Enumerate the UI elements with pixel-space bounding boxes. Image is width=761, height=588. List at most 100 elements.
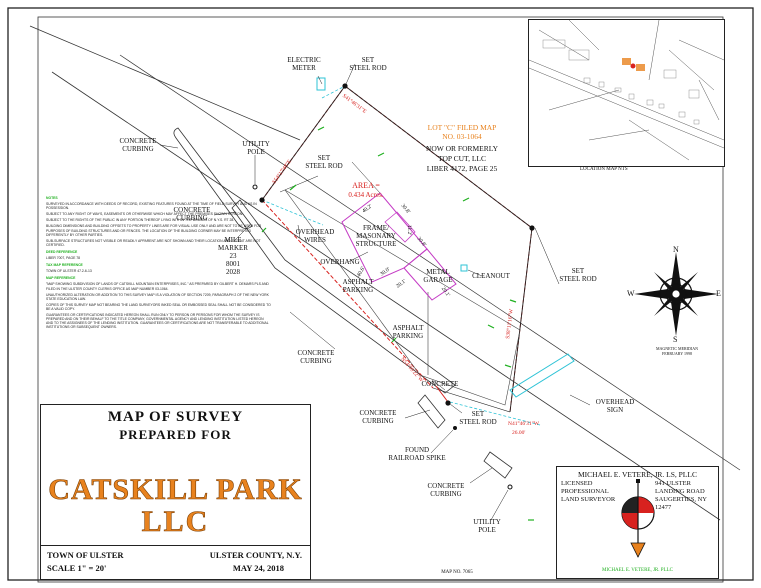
- parcel-line-bottom: [261, 199, 434, 389]
- deed-reference-heading: DEED REFERENCE: [46, 249, 78, 254]
- curb-island: [231, 199, 456, 394]
- map-number: MAP NO. 7065: [441, 570, 473, 575]
- owner-liber: LIBER 4172, PAGE 25: [426, 164, 498, 173]
- surveyor-name: MICHAEL E. VETERE, JR. LS, PLLC: [578, 470, 697, 479]
- bearing-lower-distance: 26.00': [512, 430, 526, 436]
- outer-border: [7, 7, 754, 581]
- location-map-drawing: [529, 20, 724, 161]
- surveyor-address: 941 ULSTER LANDING ROAD SAUGERTIES, NY 1…: [655, 480, 707, 511]
- label-concrete-curbing: CONCRETE CURBING: [359, 409, 397, 425]
- dim-building-side: 11.2': [406, 224, 413, 236]
- warning-note: UNAUTHORIZED ALTERATION OR ADDITION TO T…: [46, 292, 269, 301]
- label-concrete-curbing: CONCRETE CURBING: [173, 206, 211, 222]
- owner-name: TOP CUT, LLC: [438, 154, 486, 163]
- title-block: MAP OF SURVEY PREPARED FOR CATSKILL PARK…: [40, 404, 311, 580]
- label-overhead-wires: OVERHEAD WIRES: [295, 228, 335, 244]
- label-overhang: OVERHANG: [320, 258, 360, 266]
- inner-border: [37, 16, 724, 583]
- client-name-line-2: LLC: [141, 505, 210, 539]
- label-set-steel-rod: SET STEEL ROD: [305, 154, 343, 170]
- road-edge: [119, 54, 741, 471]
- label-concrete: CONCRETE: [421, 380, 459, 388]
- label-mile-marker: MILE MARKER 23 8001 2028: [218, 236, 248, 276]
- overhead-wires: [261, 199, 324, 226]
- lot-designation: LOT "C" FILED MAP: [427, 123, 497, 132]
- label-concrete-curbing: CONCRETE CURBING: [427, 482, 465, 498]
- utility-pole-marker: [252, 184, 258, 190]
- location-map-inset: [528, 19, 725, 167]
- tax-map-reference: TOWN OF ULSTER 47.2-6-13: [46, 269, 92, 274]
- compass-east: E: [716, 289, 721, 298]
- note-item: SUBJECT TO THE RIGHTS OF THE PUBLIC IN A…: [46, 218, 235, 223]
- warning-note: COPIES OF THIS SURVEY MAP NOT BEARING TH…: [46, 302, 271, 311]
- label-found-railroad-spike: FOUND RAILROAD SPIKE: [388, 446, 446, 462]
- client-name-line-1: CATSKILL PARK: [48, 473, 303, 507]
- map-reference-heading: MAP REFERENCE: [46, 276, 76, 281]
- bearing-lower: N41°46'31"W: [508, 421, 540, 427]
- warning-note: GUARANTEES OR CERTIFICATIONS INDICATED H…: [46, 312, 269, 330]
- surveyor-stamp-text: MICHAEL E. VETERE, JR. PLLC: [602, 568, 673, 573]
- location-map-caption: LOCATION MAP NTS: [580, 167, 628, 172]
- owner-line: NOW OR FORMERLY: [425, 144, 499, 153]
- tax-map-heading: TAX MAP REFERENCE: [46, 263, 83, 268]
- note-item: SUB-SURFACE STRUCTURES NOT VISIBLE OR RE…: [46, 238, 261, 247]
- title-line-1: MAP OF SURVEY: [107, 409, 244, 425]
- scale-label: SCALE 1" = 20': [47, 563, 107, 573]
- compass-west: W: [627, 289, 635, 298]
- label-cleanout: CLEANOUT: [472, 272, 510, 280]
- compass-rose: [634, 252, 718, 336]
- compass-note: MAGNETIC MERIDIAN: [655, 346, 699, 351]
- label-utility-pole: UTILITY POLE: [242, 140, 270, 156]
- lot-map-number: NO. 03-1064: [442, 132, 482, 141]
- metal-garage-outline: [403, 248, 457, 301]
- note-item: SUBJECT TO ANY RIGHT OF WAYS, EASEMENTS …: [46, 212, 244, 217]
- asphalt-outline: [284, 189, 521, 406]
- map-reference: "MAP SHOWING SUBDIVISION OF LANDS OF CAT…: [46, 282, 269, 291]
- town-label: TOWN OF ULSTER: [47, 550, 124, 560]
- label-metal-garage: METAL GARAGE: [423, 268, 453, 284]
- compass-south: S: [673, 335, 678, 344]
- surveyor-seal-icon: [621, 479, 655, 558]
- title-line-2: PREPARED FOR: [119, 427, 232, 442]
- label-frame-structure: FRAME/ MASONARY STRUCTURE: [355, 224, 397, 248]
- surveyor-credentials: LICENSED PROFESSIONAL LAND SURVEYOR: [561, 480, 616, 503]
- surveyor-block: MICHAEL E. VETERE, JR. LS, PLLC LICENSED…: [556, 466, 719, 579]
- overhead-sign-box: [509, 353, 575, 398]
- label-set-steel-rod: SET STEEL ROD: [559, 267, 597, 283]
- compass-north: N: [673, 245, 679, 254]
- utility-pole-marker: [507, 484, 513, 490]
- steel-rod-marker: [445, 400, 451, 406]
- compass-note: FEBRUARY 1998: [662, 351, 692, 356]
- note-item: BUILDING DIMENSIONS AND BUILDING OFFSETS…: [46, 224, 262, 237]
- road-edge: [29, 25, 301, 141]
- county-label: ULSTER COUNTY, N.Y.: [209, 550, 302, 560]
- label-concrete-curbing: CONCRETE CURBING: [297, 349, 335, 365]
- steel-rod-marker: [259, 197, 265, 203]
- label-set-steel-rod: SET STEEL ROD: [459, 410, 497, 426]
- deed-reference: LIBER 7007, PAGE 78: [46, 256, 81, 261]
- label-overhead-sign: OVERHEAD SIGN: [595, 398, 635, 414]
- note-item: SURVEYED IN ACCORDANCE WITH DEEDS OF REC…: [46, 202, 257, 211]
- railroad-spike-marker: [453, 426, 457, 430]
- notes-heading: NOTES: [46, 196, 58, 200]
- survey-notes: NOTES SURVEYED IN ACCORDANCE WITH DEEDS …: [46, 193, 271, 331]
- area-value: 0.434 Acres.: [348, 191, 384, 199]
- electric-meter-box: [316, 77, 326, 91]
- median-curbing: [173, 127, 253, 229]
- area-label: AREA =: [352, 181, 380, 190]
- label-asphalt-parking: ASPHALT PARKING: [342, 278, 374, 294]
- label-electric-meter: ELECTRIC METER: [287, 56, 321, 72]
- curb-island-lower: [483, 451, 513, 479]
- label-concrete-curbing: CONCRETE CURBING: [119, 137, 157, 153]
- road-edge: [51, 71, 721, 521]
- label-asphalt-parking: ASPHALT PARKING: [392, 324, 424, 340]
- label-utility-pole: UTILITY POLE: [473, 518, 501, 534]
- date-label: MAY 24, 2018: [232, 563, 284, 573]
- parcel-solid: [261, 85, 346, 201]
- steel-rod-marker: [342, 83, 348, 89]
- steel-rod-marker: [529, 225, 535, 231]
- label-set-steel-rod: SET STEEL ROD: [349, 56, 387, 72]
- curb-island-small: [417, 394, 446, 429]
